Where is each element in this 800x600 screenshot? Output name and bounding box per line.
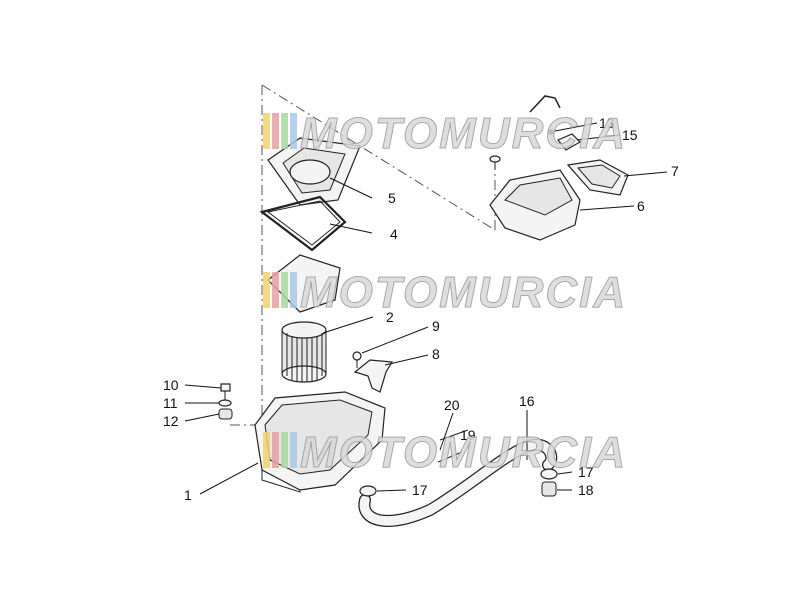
callout-19: 19 [460,427,476,443]
wm-stripe-yellow [263,113,270,149]
part-9-screw [352,351,362,368]
wm-stripe-red [272,113,279,149]
part-19-tube [437,429,469,463]
wm-stripe-green [281,272,288,308]
part-12-grommet [218,408,233,420]
part-16-hose [358,438,558,527]
callout-4: 4 [390,226,398,242]
callout-20: 20 [444,397,460,413]
watermark-text: MOTOMURCIA [300,428,627,477]
part-18-plug [541,481,557,497]
callout-8: 8 [432,346,440,362]
watermark-2: MOTOMURCIA [263,268,627,318]
leader-lines [184,122,668,495]
part-15-clamp [557,133,581,151]
callout-17-lower: 17 [412,482,428,498]
part-2-filter [281,321,327,383]
wm-stripe-red [272,272,279,308]
part-7-snorkel [566,159,629,196]
part-10-bolt [220,383,231,400]
part-4-gasket [259,195,347,252]
callout-13: 13 [599,115,615,131]
watermark-1: MOTOMURCIA [263,109,627,159]
callout-12: 12 [163,413,179,429]
wm-stripe-green [281,113,288,149]
part-8-bracket [353,359,394,393]
callout-10: 10 [163,377,179,393]
part-13-clip [529,95,561,135]
watermark-text: MOTOMURCIA [300,109,627,158]
watermark-3: MOTOMURCIA [263,428,627,478]
wm-stripe-yellow [263,432,270,468]
callout-17-right: 17 [578,464,594,480]
wm-stripe-blue [290,272,297,308]
wm-stripe-blue [290,432,297,468]
part-11-washer [218,399,232,407]
callout-1: 1 [184,487,192,503]
callout-15: 15 [622,127,638,143]
callout-7: 7 [671,163,679,179]
callout-11: 11 [163,395,178,411]
part-17-clip-a [359,485,377,497]
callout-18: 18 [578,482,594,498]
callout-6: 6 [637,198,645,214]
callout-numbers: 1 2 4 5 6 7 8 9 10 11 12 13 15 16 17 17 … [163,115,679,503]
callout-9: 9 [432,318,440,334]
wm-stripe-blue [290,113,297,149]
wm-stripe-green [281,432,288,468]
wm-stripe-red [272,432,279,468]
callout-5: 5 [388,190,396,206]
callout-2: 2 [386,309,394,325]
part-6-upper-housing [489,169,581,241]
wm-stripe-yellow [263,272,270,308]
callout-16: 16 [519,393,535,409]
part-6-screw [489,155,501,170]
watermark-text: MOTOMURCIA [300,268,627,317]
part-17-clip-b [540,468,558,480]
